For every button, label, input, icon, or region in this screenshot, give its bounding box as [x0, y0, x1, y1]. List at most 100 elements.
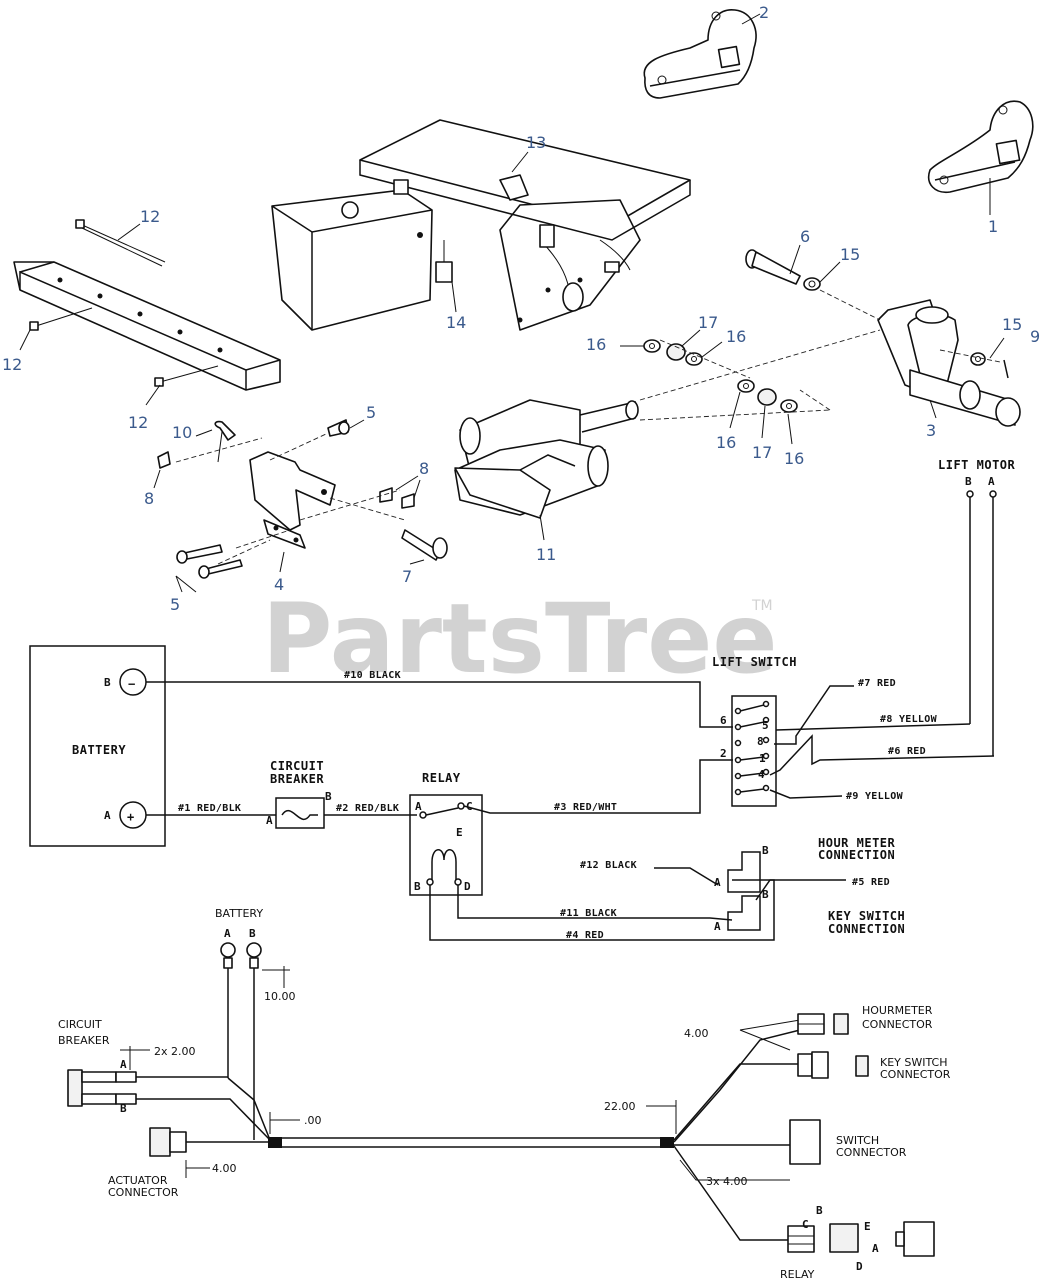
svg-text:A: A — [714, 920, 721, 933]
dim-4-actuator: 4.00 — [212, 1162, 237, 1175]
callout-5-upper: 5 — [366, 403, 376, 422]
deck-channel — [13, 219, 281, 391]
schematic-lift-switch — [731, 695, 777, 807]
harness-circuit-breaker — [67, 1069, 83, 1107]
bushings-washers — [643, 339, 798, 413]
svg-text:A: A — [224, 927, 231, 940]
callout-12-top: 12 — [140, 207, 160, 226]
pin-6-washers-15 — [745, 249, 1009, 379]
callout-8-left: 8 — [144, 489, 154, 508]
wire-2-redblk: #2 RED/BLK — [336, 803, 399, 814]
callout-3: 3 — [926, 421, 936, 440]
schematic-relay — [409, 794, 483, 896]
wire-8-yellow: #8 YELLOW — [880, 714, 938, 725]
harness-actuator-1: ACTUATOR — [108, 1174, 168, 1187]
harness-switch-1: SWITCH — [836, 1134, 879, 1147]
callout-15-right: 15 — [1002, 315, 1022, 334]
wire-12-black: #12 BLACK — [580, 860, 637, 871]
wire-3-redwht: #3 RED/WHT — [554, 802, 617, 813]
callout-11: 11 — [536, 545, 556, 564]
breaker-title-2: BREAKER — [270, 772, 324, 786]
dim-00: .00 — [304, 1114, 322, 1127]
svg-text:E: E — [456, 826, 463, 839]
callout-4: 4 — [274, 575, 284, 594]
relay-title: RELAY — [422, 771, 461, 785]
wire-4-red: #4 RED — [566, 930, 604, 941]
svg-text:B: B — [762, 844, 769, 857]
svg-text:B: B — [965, 475, 972, 488]
wire-1-redblk: #1 RED/BLK — [178, 803, 241, 814]
harness-hourmeter-2: CONNECTOR — [862, 1018, 933, 1031]
svg-text:8: 8 — [757, 735, 764, 748]
wire-7-red: #7 RED — [858, 678, 896, 689]
svg-text:E: E — [864, 1220, 871, 1233]
callout-1: 1 — [988, 217, 998, 236]
svg-text:2: 2 — [720, 747, 727, 760]
callout-5-lower: 5 — [170, 595, 180, 614]
wire-10-black: #10 BLACK — [344, 670, 401, 681]
harness-actuator-connector — [149, 1127, 171, 1157]
svg-text:B: B — [762, 888, 769, 901]
svg-text:6: 6 — [720, 714, 727, 727]
callout-16-d: 16 — [784, 449, 804, 468]
svg-text:B: B — [249, 927, 256, 940]
callout-2: 2 — [759, 3, 769, 22]
svg-text:D: D — [464, 880, 471, 893]
wire-5-red: #5 RED — [852, 877, 890, 888]
hour-meter-title-1: HOUR METER — [818, 836, 896, 850]
harness-breaker-2: BREAKER — [58, 1034, 110, 1047]
schematic-circuit-breaker — [275, 797, 325, 829]
schematic-battery-title: BATTERY — [72, 743, 126, 757]
harness-battery-title: BATTERY — [215, 907, 263, 920]
actuator-bracket — [157, 419, 448, 579]
svg-text:A: A — [120, 1058, 127, 1071]
watermark-tm: TM — [751, 598, 773, 614]
breaker-title-1: CIRCUIT — [270, 759, 324, 773]
svg-text:A: A — [872, 1242, 879, 1255]
callout-6: 6 — [800, 227, 810, 246]
callout-14: 14 — [446, 313, 466, 332]
svg-text:B: B — [120, 1102, 127, 1115]
svg-text:A: A — [988, 475, 995, 488]
harness-keyswitch-2: CONNECTOR — [880, 1068, 951, 1081]
harness-relay-title: RELAY — [780, 1268, 815, 1280]
dim-3x4: 3x 4.00 — [706, 1175, 748, 1188]
callout-9: 9 — [1030, 327, 1040, 346]
wire-11-black: #11 BLACK — [560, 908, 617, 919]
assembly-guide-lines — [175, 289, 1001, 565]
svg-text:A: A — [266, 814, 273, 827]
svg-text:+: + — [127, 810, 135, 824]
harness-main-trunk — [269, 1137, 673, 1148]
callout-12-left: 12 — [2, 355, 22, 374]
callout-15-top: 15 — [840, 245, 860, 264]
schematic-battery — [29, 645, 166, 847]
wire-9-yellow: #9 YELLOW — [846, 791, 904, 802]
key-switch-title-1: KEY SWITCH — [828, 909, 905, 923]
callout-16-c: 16 — [716, 433, 736, 452]
harness-battery-ring-b — [246, 942, 262, 958]
lift-motor-title: LIFT MOTOR — [938, 458, 1016, 472]
wire-6-red: #6 RED — [888, 746, 926, 757]
harness-hourmeter-1: HOURMETER — [862, 1004, 933, 1017]
svg-text:C: C — [466, 800, 473, 813]
harness-relay-connector — [787, 1225, 815, 1253]
callout-16-a: 16 — [586, 335, 606, 354]
callout-7: 7 — [402, 567, 412, 586]
wire-harness-drawing: BATTERY A B 10.00 CIRCUIT BREAKER A B 2x… — [58, 907, 951, 1280]
svg-text:4: 4 — [758, 768, 765, 781]
dim-4-hourmeter: 4.00 — [684, 1027, 709, 1040]
callout-12-bottom: 12 — [128, 413, 148, 432]
pivot-shaft — [877, 299, 1021, 427]
svg-text:B: B — [816, 1204, 823, 1217]
callout-8-right: 8 — [419, 459, 429, 478]
svg-text:A: A — [415, 800, 422, 813]
svg-text:B: B — [104, 676, 111, 689]
watermark: PartsTree — [262, 583, 777, 695]
callout-17-top: 17 — [698, 313, 718, 332]
svg-text:C: C — [802, 1218, 809, 1231]
part-2-lift-arm — [643, 9, 757, 99]
lift-actuator — [454, 399, 639, 519]
harness-switch-connector — [789, 1119, 821, 1165]
svg-text:−: − — [128, 677, 136, 691]
